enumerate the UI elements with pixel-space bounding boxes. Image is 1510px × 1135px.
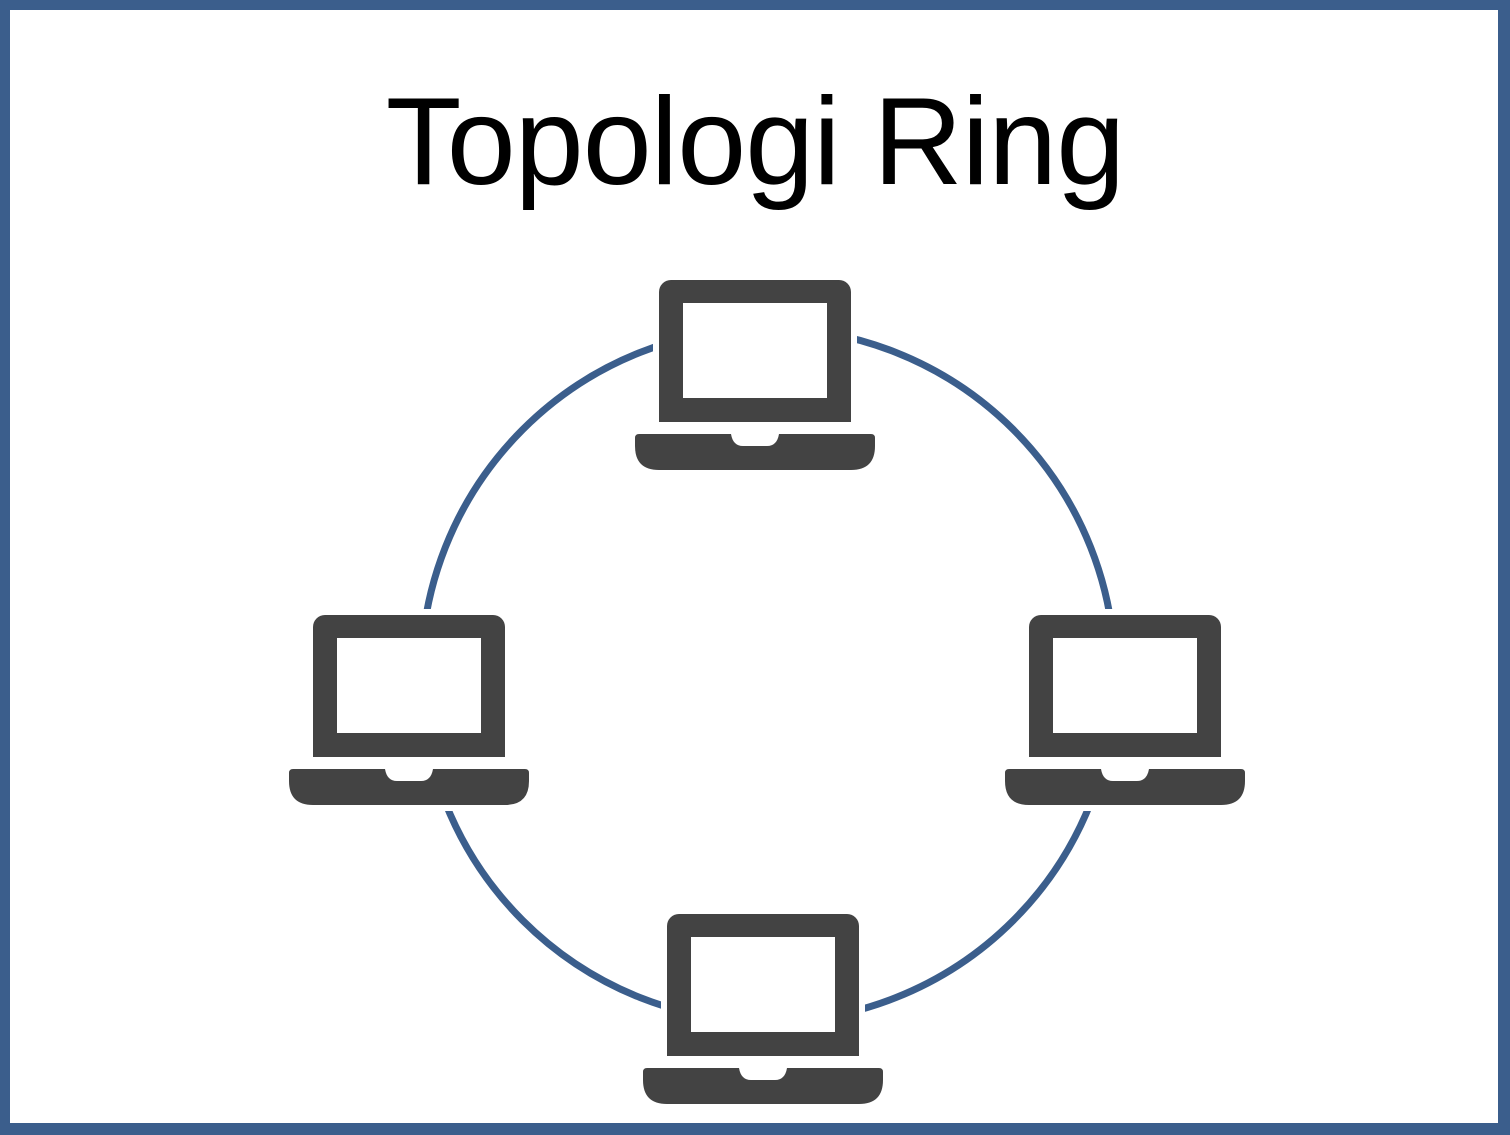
diagram-title: Topologi Ring <box>385 73 1125 211</box>
laptop-node-left <box>287 609 531 811</box>
laptop-node-bottom <box>641 908 885 1110</box>
laptop-node-top <box>633 274 877 476</box>
laptop-node-right <box>1003 609 1247 811</box>
